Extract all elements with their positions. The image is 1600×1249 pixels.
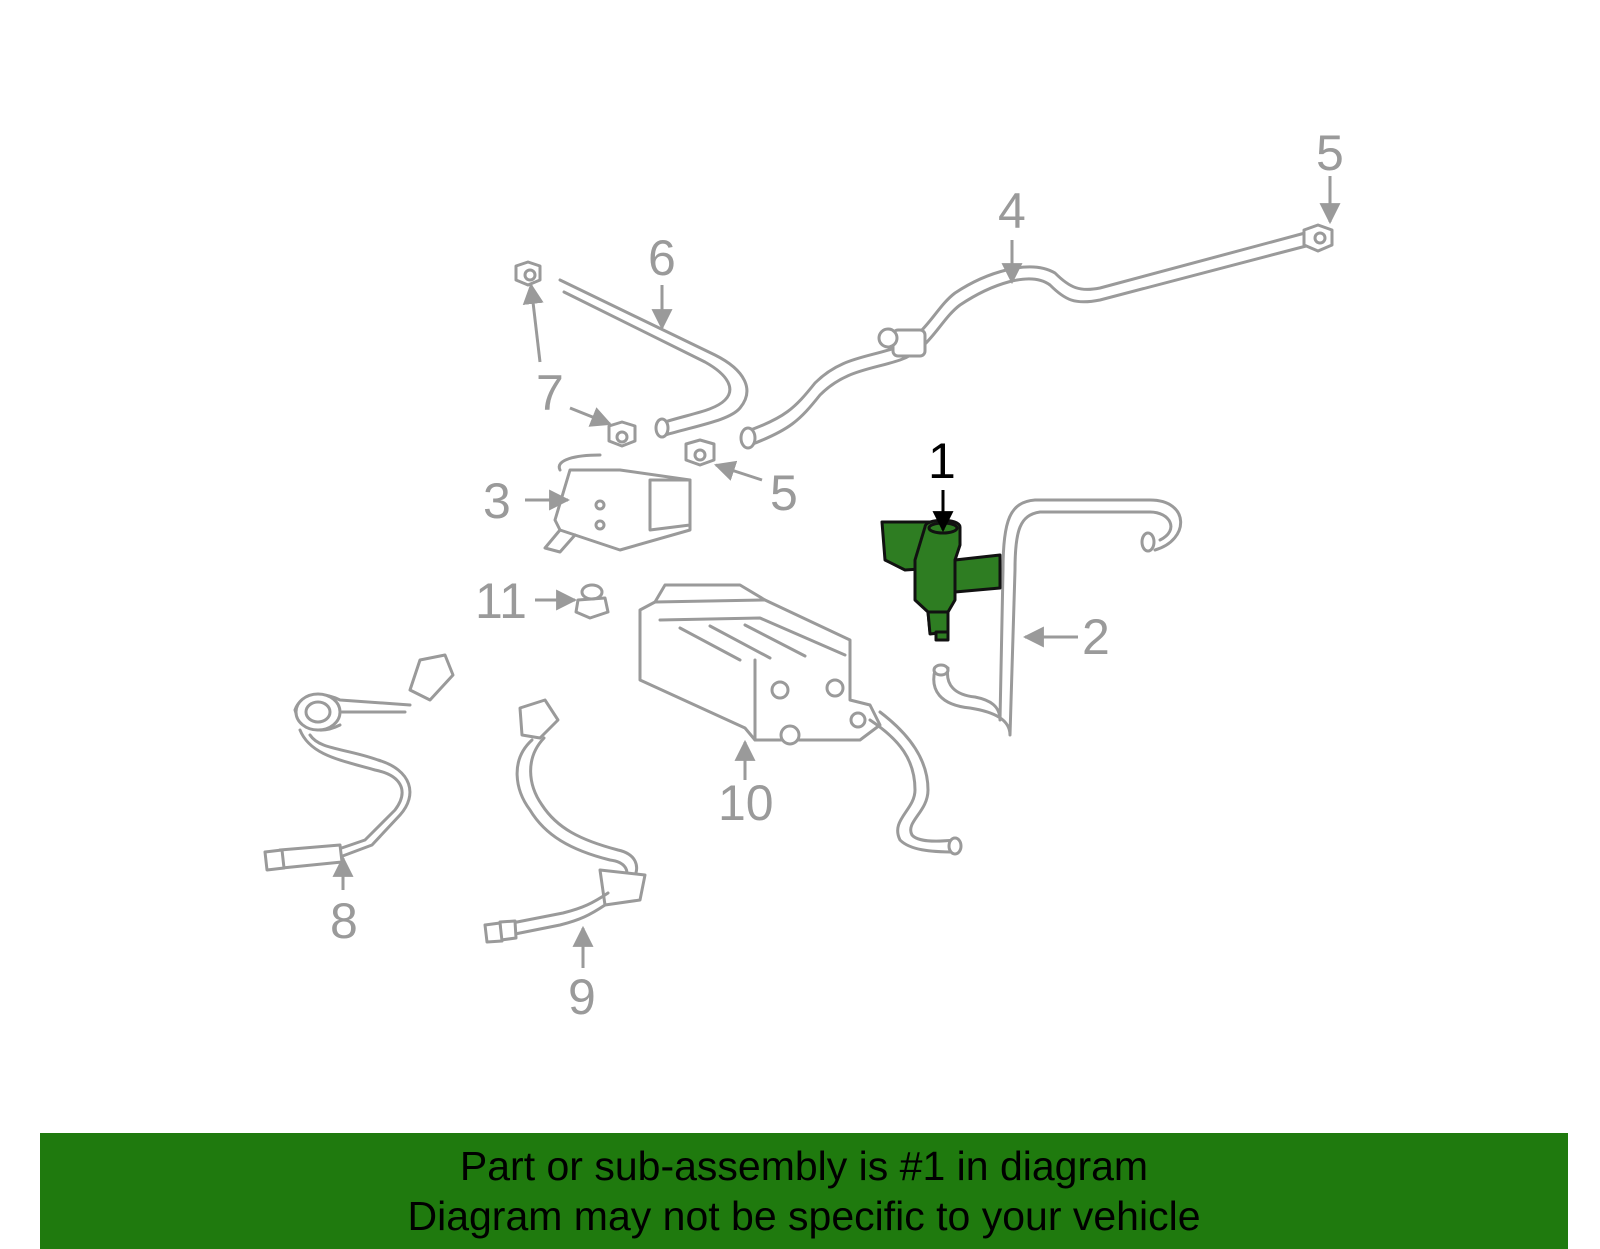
- part-6-hose: [558, 278, 749, 439]
- callout-4: 4: [998, 183, 1026, 239]
- callout-5b: 5: [770, 465, 798, 521]
- leader-7b: [569, 406, 612, 427]
- part-8-oxygen-sensor: [263, 653, 455, 872]
- part-5-clamp-left: [684, 438, 716, 467]
- leader-7a: [522, 282, 544, 363]
- callout-1: 1: [928, 433, 956, 489]
- info-banner: Part or sub-assembly is #1 in diagram Di…: [40, 1133, 1568, 1249]
- callout-2: 2: [1082, 609, 1110, 665]
- part-1-vsv-valve: [880, 518, 1002, 642]
- callout-10: 10: [718, 775, 774, 831]
- part-3-valve: [543, 453, 692, 554]
- part-9-oxygen-sensor: [483, 698, 647, 944]
- banner-line-2: Diagram may not be specific to your vehi…: [407, 1193, 1201, 1239]
- part-10-canister: [638, 583, 963, 856]
- callout-9: 9: [568, 969, 596, 1025]
- part-7-clamp-top: [514, 260, 542, 287]
- part-5-clamp-right: [1302, 223, 1334, 253]
- part-7-clamp-bottom: [607, 420, 637, 448]
- part-2-hose: [932, 498, 1183, 737]
- callout-3: 3: [483, 473, 511, 529]
- callout-11: 11: [475, 573, 527, 629]
- callout-6: 6: [648, 230, 676, 286]
- callout-5a: 5: [1316, 125, 1344, 181]
- leader-5b: [714, 460, 763, 482]
- part-11-grommet: [574, 583, 610, 620]
- callout-7: 7: [536, 365, 564, 421]
- callout-8: 8: [330, 893, 358, 949]
- banner-line-1: Part or sub-assembly is #1 in diagram: [459, 1143, 1149, 1189]
- part-4-hose: [739, 231, 1312, 450]
